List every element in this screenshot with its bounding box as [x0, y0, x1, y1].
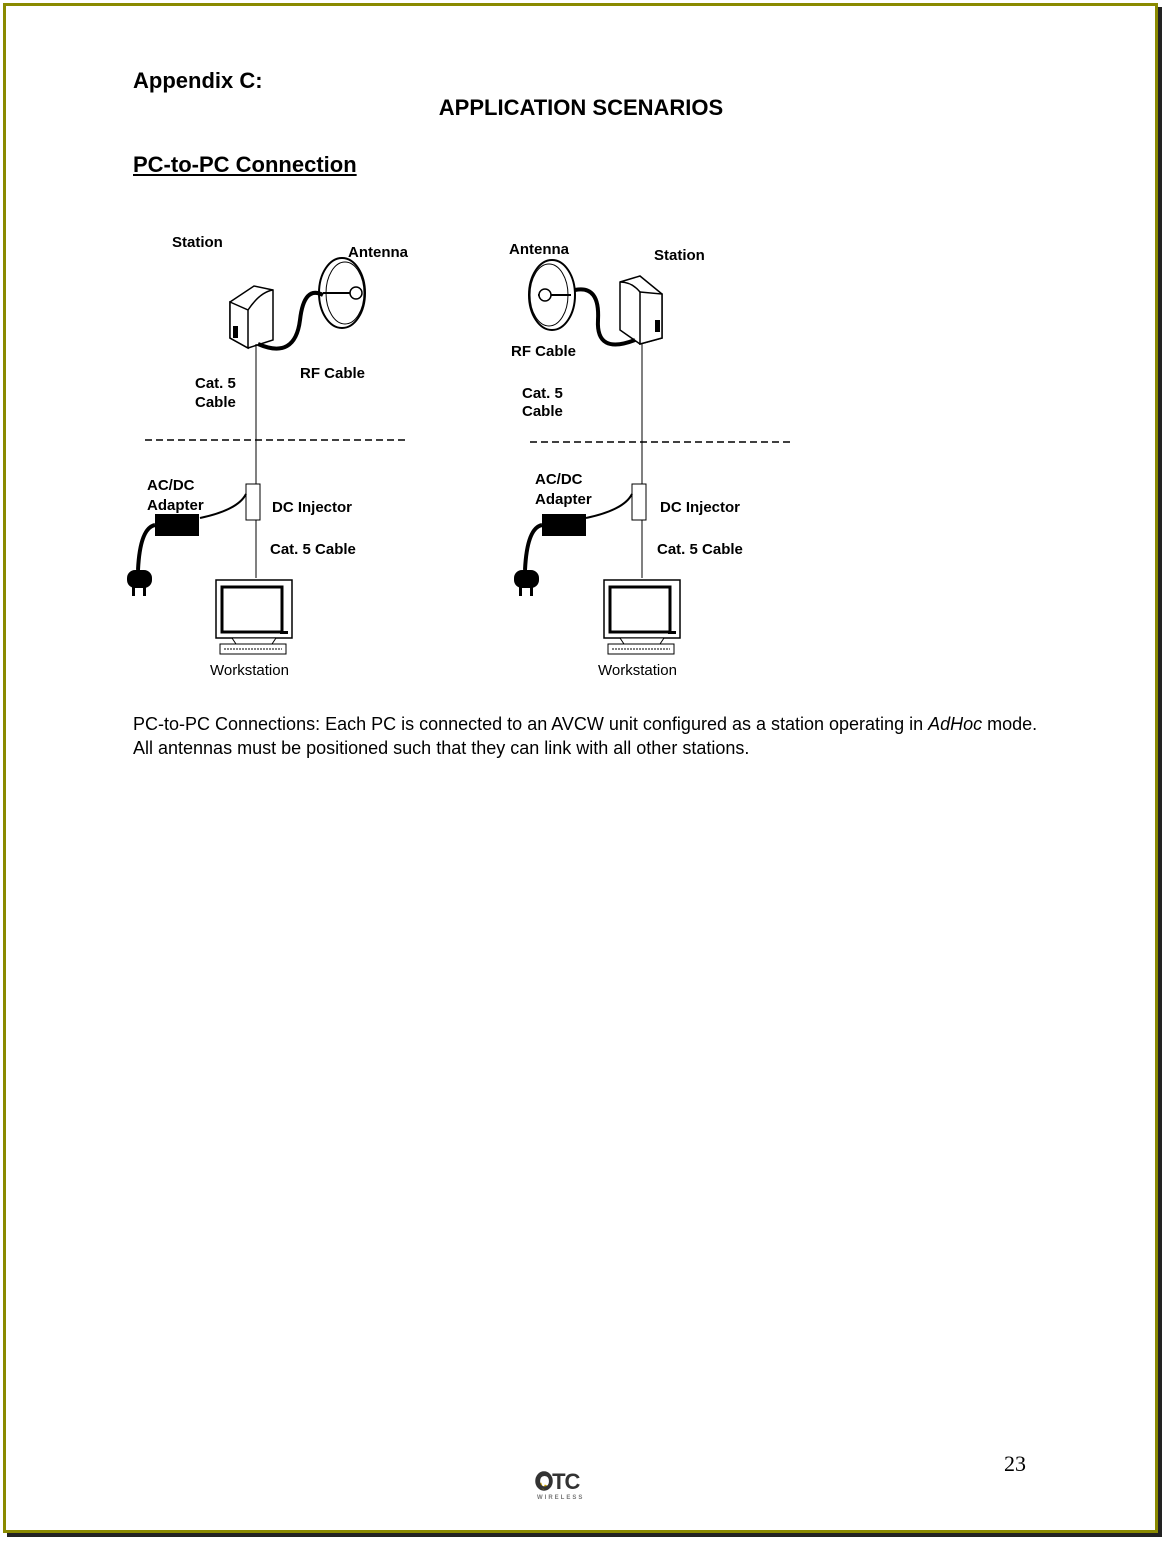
right-dc-injector-icon: [631, 483, 647, 521]
left-plug-icon: [127, 570, 152, 596]
left-power-cable: [199, 493, 247, 519]
otc-wireless-logo: OTC WIRELESS: [535, 1469, 584, 1501]
left-rf-cable-label: RF Cable: [300, 365, 365, 382]
left-dc-injector-label: DC Injector: [272, 499, 352, 516]
right-cat5-cable-label: Cat. 5 Cable: [657, 541, 743, 558]
left-antenna-icon: [318, 257, 366, 329]
left-acdc-label-line1: AC/DC: [147, 477, 195, 494]
description-part2: mode. All antennas must be positioned su…: [133, 714, 1038, 758]
page-number: 23: [1004, 1451, 1026, 1476]
left-station-icon: [229, 285, 274, 350]
right-dc-injector-label: DC Injector: [660, 499, 740, 516]
left-acdc-adapter-icon: [155, 514, 199, 536]
left-station-label: Station: [172, 234, 223, 251]
right-acdc-label-line2: Adapter: [535, 491, 592, 508]
right-scenario: Antenna Station RF Cable Cat. 5 Cable AC…: [509, 241, 792, 679]
left-antenna-label: Antenna: [348, 244, 409, 261]
page-border: [3, 3, 1158, 1533]
right-station-icon: [619, 275, 663, 345]
right-plug-cable: [523, 523, 543, 571]
right-power-cable: [585, 493, 633, 519]
right-cat5-label-line1: Cat. 5: [522, 385, 563, 402]
left-workstation-icon: [215, 579, 293, 655]
left-dc-injector-icon: [245, 483, 261, 521]
right-cat5-label-line2: Cable: [522, 403, 563, 420]
logo-subtext: WIRELESS: [537, 1495, 584, 1501]
right-rf-cable: [574, 287, 636, 347]
left-acdc-label-line2: Adapter: [147, 497, 204, 514]
left-cat5-label-line1: Cat. 5: [195, 375, 236, 392]
left-cat5-label-line2: Cable: [195, 394, 236, 411]
appendix-heading: Appendix C:: [133, 68, 263, 93]
left-scenario: Station Antenna RF Cable Cat. 5 Cable AC…: [127, 234, 409, 679]
right-rf-cable-label: RF Cable: [511, 343, 576, 360]
left-workstation-label: Workstation: [210, 662, 289, 679]
left-cat5-cable-label: Cat. 5 Cable: [270, 541, 356, 558]
right-acdc-label-line1: AC/DC: [535, 471, 583, 488]
network-diagram: Station Antenna RF Cable Cat. 5 Cable AC…: [127, 234, 792, 679]
right-plug-icon: [514, 570, 539, 596]
section-title: PC-to-PC Connection: [133, 152, 357, 177]
description-mode: AdHoc: [928, 714, 983, 734]
right-workstation-icon: [603, 579, 681, 655]
right-acdc-adapter-icon: [542, 514, 586, 536]
left-rf-cable: [257, 290, 324, 351]
description-part1: PC-to-PC Connections: Each PC is connect…: [133, 714, 929, 734]
page-title: APPLICATION SCENARIOS: [438, 95, 724, 120]
right-station-label: Station: [654, 247, 705, 264]
right-antenna-label: Antenna: [509, 241, 570, 258]
right-workstation-label: Workstation: [598, 662, 677, 679]
left-plug-cable: [136, 523, 156, 571]
logo-text: OTC: [536, 1469, 581, 1494]
description-paragraph: PC-to-PC Connections: Each PC is connect…: [133, 712, 1053, 760]
right-antenna-icon: [528, 259, 576, 331]
